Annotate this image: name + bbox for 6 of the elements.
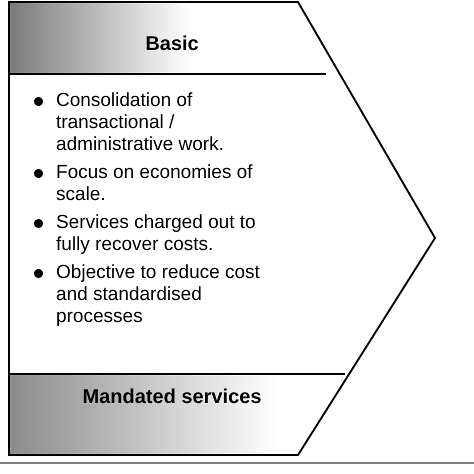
bullet-item: Services charged out to fully recover costs.	[30, 212, 290, 256]
header-title: Basic	[144, 33, 200, 56]
footer-title: Mandated services	[82, 386, 262, 409]
bullet-item: Focus on economies of scale.	[30, 162, 290, 206]
bullet-item: Objective to reduce cost and standardised processes	[30, 262, 290, 328]
bullet-item: Consolidation of transactional / administrative work.	[30, 90, 290, 156]
